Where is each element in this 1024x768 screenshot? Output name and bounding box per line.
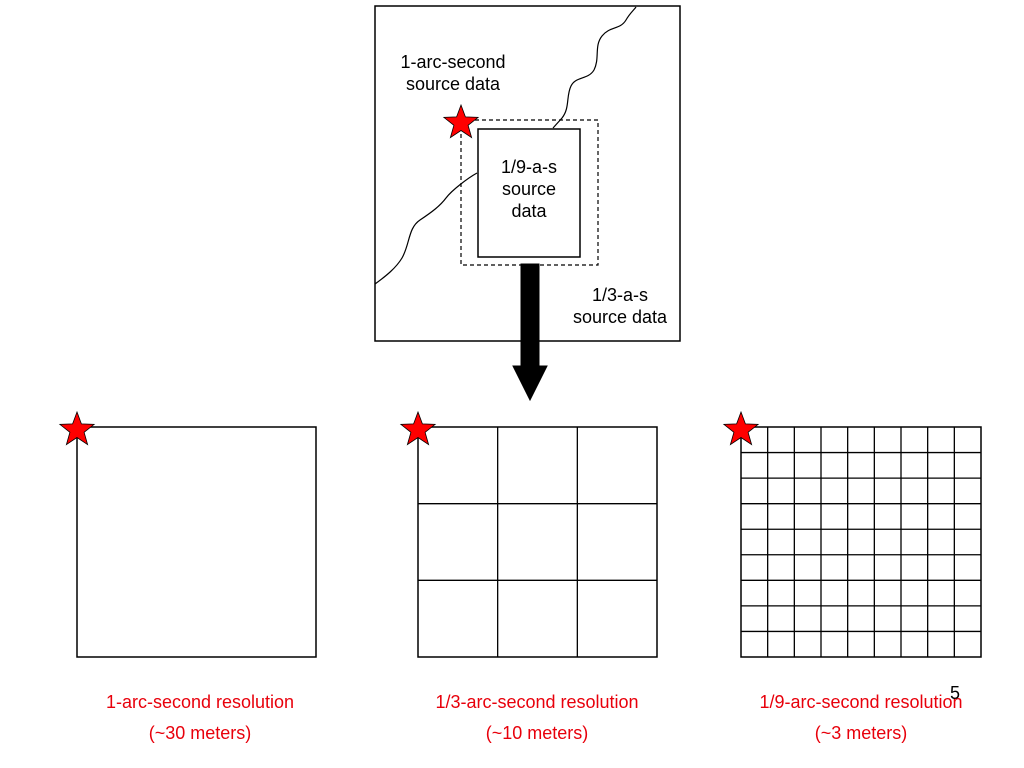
caption-one-third-arc-second-title: 1/3-arc-second resolution	[435, 692, 639, 712]
caption-one-third-arc-second-meters: (~10 meters)	[485, 722, 589, 743]
dashed-source-label: 1/3-a-s source data	[550, 285, 690, 329]
inner-source-label-line-1: 1/9-a-s	[500, 157, 558, 177]
outer-source-label: 1-arc-second source data	[378, 52, 528, 96]
caption-one-third-arc-second: 1/3-arc-second resolution (~10 meters)	[387, 692, 687, 745]
coastline-lower	[374, 172, 478, 285]
caption-one-ninth-arc-second: 1/9-arc-second resolution (~3 meters)	[713, 692, 1009, 745]
grid-one-ninth-arc-second	[740, 426, 982, 658]
coastline-upper	[552, 6, 637, 129]
grid-border	[417, 426, 658, 658]
caption-one-arc-second: 1-arc-second resolution (~30 meters)	[60, 692, 340, 745]
inner-source-label-line-2: source	[501, 178, 557, 199]
page-number: 5	[950, 683, 961, 703]
caption-one-ninth-arc-second-title: 1/9-arc-second resolution	[759, 692, 963, 712]
down-arrow	[512, 263, 548, 402]
star-grid-two-icon	[399, 410, 437, 446]
caption-one-ninth-arc-second-meters: (~3 meters)	[814, 722, 908, 743]
inner-source-label: 1/9-a-s source data	[478, 157, 580, 223]
grid-one-arc-second	[76, 426, 317, 658]
outer-source-label-line-2: source data	[405, 73, 501, 94]
caption-one-arc-second-meters: (~30 meters)	[148, 722, 252, 743]
outer-source-label-line-1: 1-arc-second	[400, 52, 506, 72]
inner-source-label-line-3: data	[511, 200, 547, 221]
star-grid-three-icon	[722, 410, 760, 446]
grid-one-third-arc-second	[417, 426, 658, 658]
star-grid-one-icon	[58, 410, 96, 446]
grid-border	[76, 426, 317, 658]
grid-border	[740, 426, 982, 658]
dashed-source-label-line-1: 1/3-a-s	[591, 285, 649, 305]
caption-one-arc-second-title: 1-arc-second resolution	[105, 692, 295, 712]
one-ninth-arc-second-source-box	[477, 128, 581, 258]
star-source-icon	[442, 103, 480, 139]
dashed-source-label-line-2: source data	[572, 306, 668, 327]
